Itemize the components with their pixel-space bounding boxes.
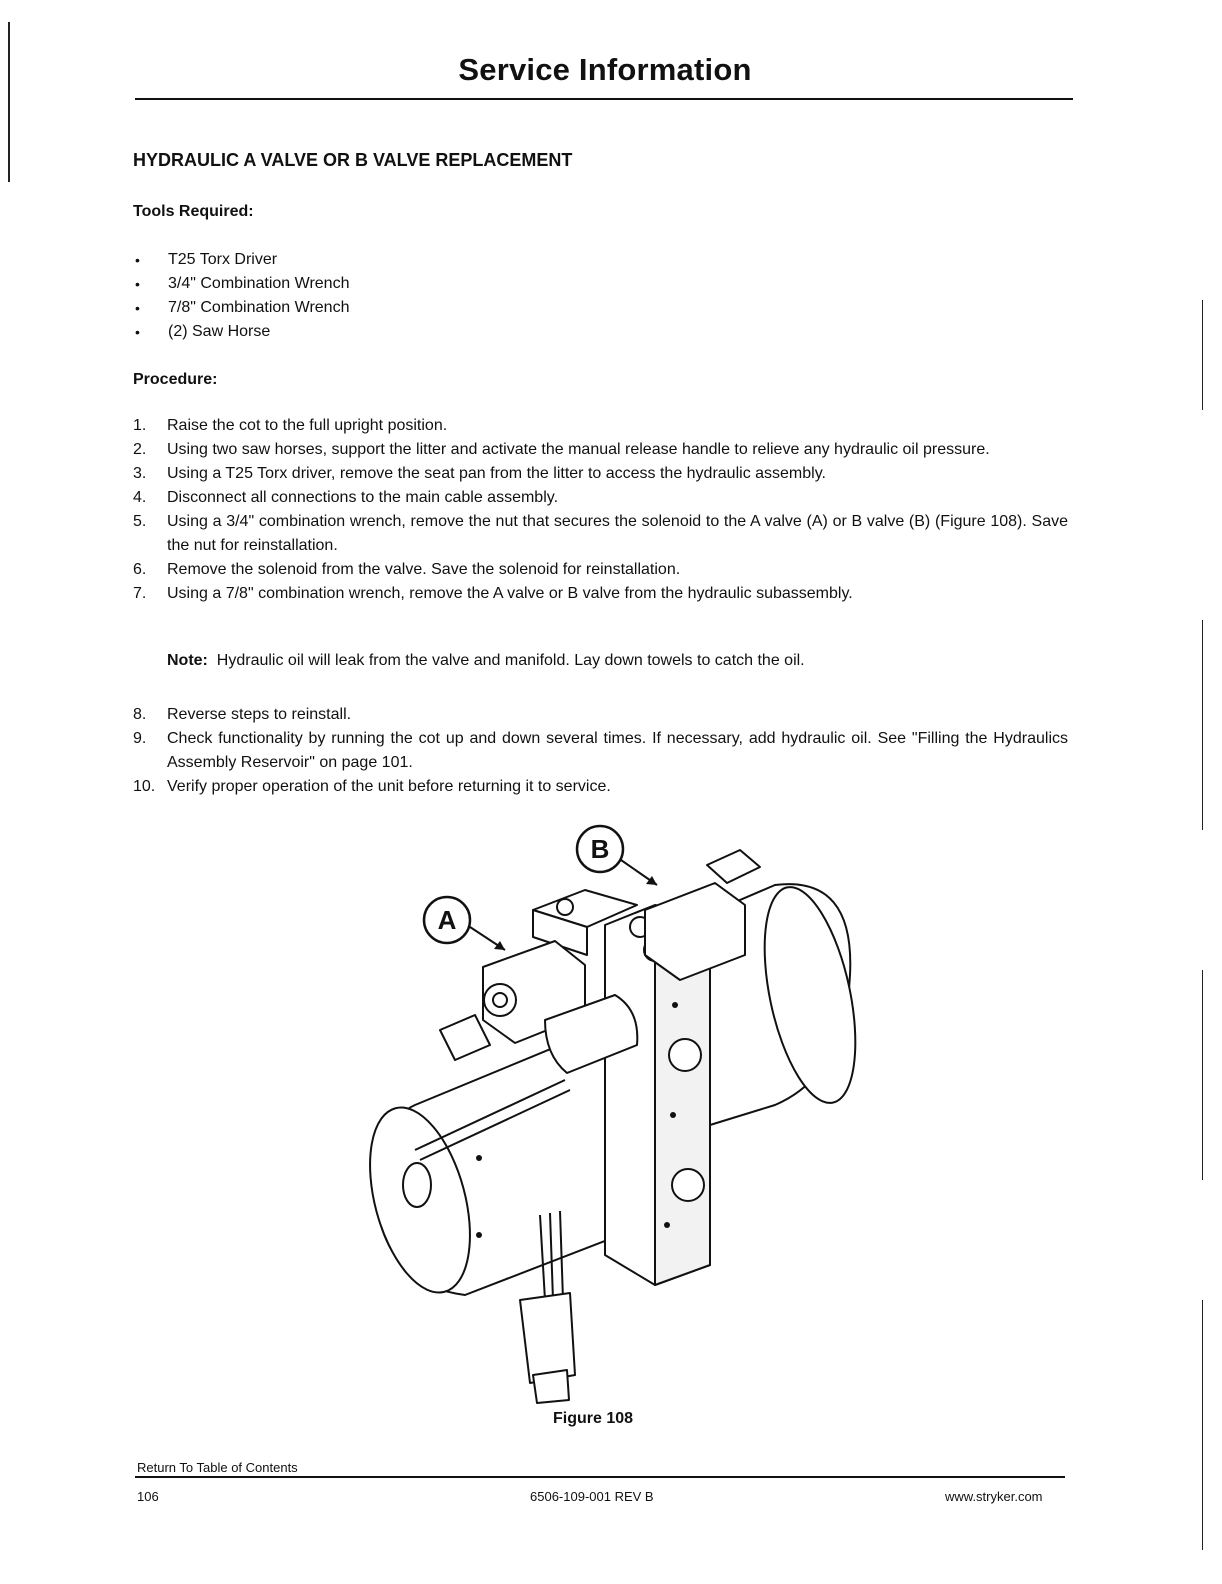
connector-plug — [439, 1014, 491, 1061]
list-item: 8. Reverse steps to reinstall. — [133, 703, 1068, 727]
table-of-contents-link[interactable]: Return To Table of Contents — [137, 1460, 298, 1475]
reservoir-end-cap — [763, 886, 857, 1104]
step-text: Using a 3/4" combination wrench, remove … — [167, 513, 1068, 554]
mounting-hole — [664, 1222, 670, 1228]
callout-a-circle — [422, 895, 472, 945]
motor-port — [402, 1162, 432, 1208]
step-text: Using two saw horses, support the litter… — [167, 441, 990, 458]
port-fitting — [671, 1168, 705, 1202]
section-heading: HYDRAULIC A VALVE OR B VALVE REPLACEMENT — [133, 150, 573, 170]
step-text: Reverse steps to reinstall. — [167, 706, 352, 723]
list-item: 5. Using a 3/4" combination wrench, remov… — [133, 510, 1068, 558]
mounting-hole — [670, 1112, 676, 1118]
valve-b-connector — [706, 849, 761, 884]
step-number: 2. — [133, 441, 147, 458]
tool-text: (2) Saw Horse — [168, 323, 271, 340]
step-number: 1. — [133, 417, 147, 434]
callout-a-arrowhead — [494, 941, 505, 950]
tool-text: T25 Torx Driver — [168, 251, 278, 268]
callout-a-label: A — [438, 905, 457, 935]
note-label: Note: — [167, 652, 208, 669]
step-text: Verify proper operation of the unit befo… — [167, 778, 611, 795]
note-text: Hydraulic oil will leak from the valve a… — [216, 652, 805, 669]
list-item: • 3/4" Combination Wrench — [133, 272, 349, 296]
step-number: 10. — [133, 778, 156, 795]
manifold-top-side — [532, 909, 588, 956]
step-number: 3. — [133, 465, 147, 482]
step-number: 7. — [133, 585, 147, 602]
callout-b-label: B — [591, 834, 610, 864]
callout-b-arrowhead — [646, 876, 657, 885]
page-number: 106 — [137, 1489, 159, 1504]
scan-edge-mark — [1202, 300, 1203, 410]
step-text: Using a 7/8" combination wrench, remove … — [167, 585, 853, 602]
list-item: 3. Using a T25 Torx driver, remove the se… — [133, 462, 1068, 486]
list-item: 10. Verify proper operation of the unit b… — [133, 775, 1068, 799]
mounting-hole — [476, 1232, 482, 1238]
scan-edge-mark — [1202, 620, 1203, 830]
step-text: Check functionality by running the cot u… — [167, 730, 1068, 771]
port-fitting — [556, 898, 574, 916]
bottom-connector — [519, 1292, 576, 1384]
procedure-steps-first: 1. Raise the cot to the full upright posi… — [133, 414, 1068, 606]
list-item: • (2) Saw Horse — [133, 320, 349, 344]
mounting-hole — [672, 1002, 678, 1008]
footer-rule — [135, 1476, 1065, 1478]
tools-list: • T25 Torx Driver • 3/4" Combination Wrenc… — [133, 248, 349, 344]
step-text: Using a T25 Torx driver, remove the seat… — [167, 465, 826, 482]
bullet: • — [135, 300, 140, 316]
scan-edge-mark — [1202, 970, 1203, 1180]
step-number: 4. — [133, 489, 147, 506]
figure-caption: Figure 108 — [552, 1410, 634, 1427]
step-number: 8. — [133, 706, 147, 723]
callout-b-circle — [575, 824, 625, 874]
step-text: Raise the cot to the full upright positi… — [167, 417, 448, 434]
scan-edge-mark — [1202, 1300, 1203, 1550]
list-item: 4. Disconnect all connections to the main… — [133, 486, 1068, 510]
bullet: • — [135, 252, 140, 268]
valve-b-solenoid — [644, 882, 746, 981]
procedure-steps-second: 8. Reverse steps to reinstall. 9. Check fu… — [133, 703, 1068, 799]
scan-edge-mark — [8, 22, 10, 182]
step-number: 9. — [133, 730, 147, 747]
website: www.stryker.com — [945, 1489, 1043, 1504]
document-number: 6506-109-001 REV B — [530, 1489, 654, 1504]
step-number: 5. — [133, 513, 147, 530]
valve-body — [544, 994, 639, 1074]
bullet: • — [135, 324, 140, 340]
tool-text: 3/4" Combination Wrench — [168, 275, 350, 292]
page-title: Service Information — [458, 52, 752, 87]
bullet: • — [135, 276, 140, 292]
step-number: 6. — [133, 561, 147, 578]
header-rule — [135, 98, 1073, 100]
procedure-heading: Procedure: — [133, 371, 218, 388]
hydraulic-assembly-figure: A B — [369, 824, 857, 1404]
valve-a-cap-inner — [492, 992, 508, 1008]
wire-harness — [539, 1210, 564, 1301]
list-item: 6. Remove the solenoid from the valve. Sa… — [133, 558, 1068, 582]
note: Note: Hydraulic oil will leak from the v… — [167, 652, 805, 670]
step-text: Disconnect all connections to the main c… — [167, 489, 559, 506]
list-item: 1. Raise the cot to the full upright posi… — [133, 414, 1068, 438]
list-item: 9. Check functionality by running the cot… — [133, 727, 1068, 775]
step-text: Remove the solenoid from the valve. Save… — [167, 561, 681, 578]
list-item: 2. Using two saw horses, support the litt… — [133, 438, 1068, 462]
mounting-hole — [476, 1155, 482, 1161]
tools-heading: Tools Required: — [133, 203, 254, 220]
list-item: • 7/8" Combination Wrench — [133, 296, 349, 320]
list-item: • T25 Torx Driver — [133, 248, 349, 272]
tool-text: 7/8" Combination Wrench — [168, 299, 350, 316]
port-fitting — [668, 1038, 702, 1072]
wire-run — [414, 1079, 571, 1161]
list-item: 7. Using a 7/8" combination wrench, remov… — [133, 582, 1068, 606]
bottom-connector-tab — [532, 1369, 570, 1404]
